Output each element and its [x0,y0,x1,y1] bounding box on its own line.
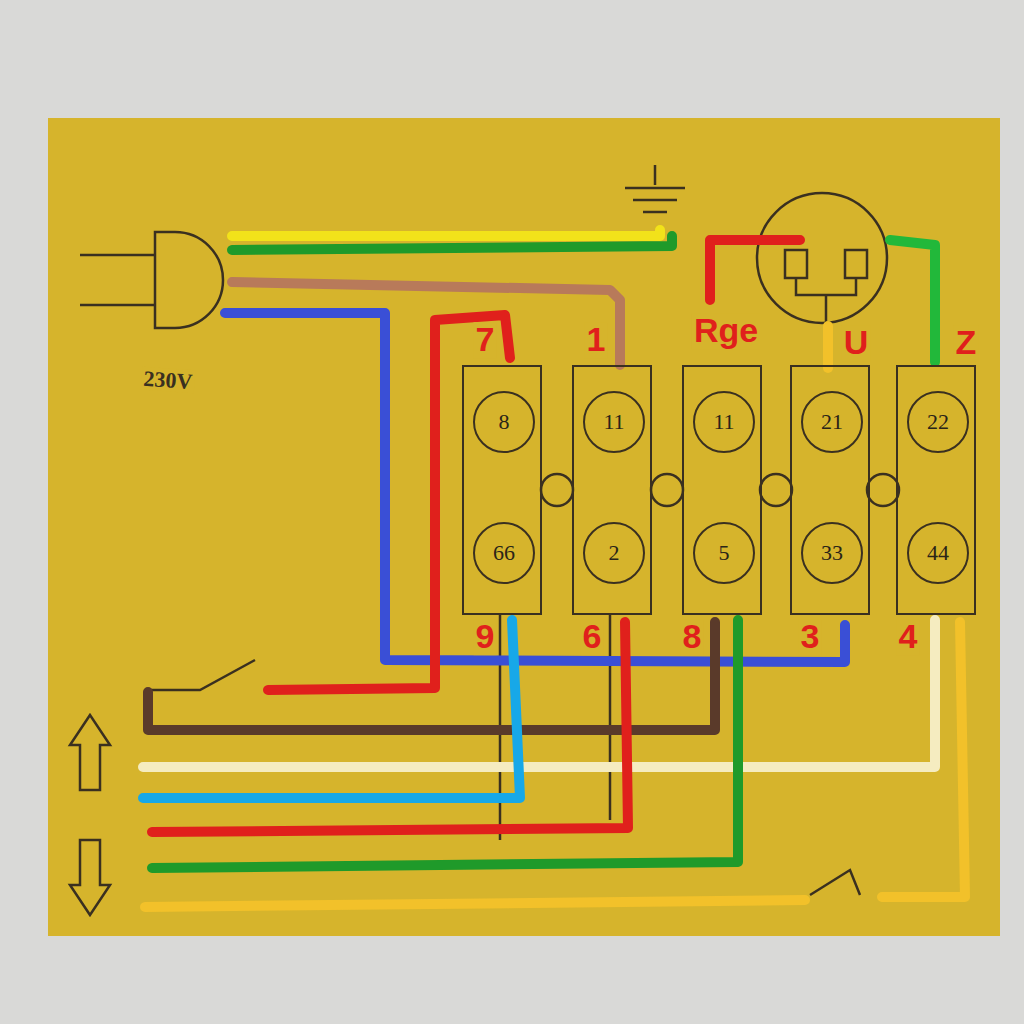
terminal-label: 7 [474,322,497,358]
terminal-number: 22 [907,391,969,453]
terminal-label: 9 [474,619,497,655]
terminal-block: 8 66 [462,365,542,615]
terminal-number: 2 [583,522,645,584]
terminal-label: Rge [692,313,760,349]
terminal-block: 22 44 [896,365,976,615]
terminal-label: 6 [581,619,604,655]
terminal-number: 33 [801,522,863,584]
terminal-label: U [842,325,871,361]
terminal-label: 4 [897,619,920,655]
terminal-block: 11 5 [682,365,762,615]
terminal-label: 3 [799,619,822,655]
printed-symbols [70,165,899,915]
terminal-number: 66 [473,522,535,584]
terminal-block: 21 33 [790,365,870,615]
terminal-number: 11 [693,391,755,453]
terminal-number: 8 [473,391,535,453]
terminal-number: 21 [801,391,863,453]
terminal-number: 11 [583,391,645,453]
terminal-label: 1 [585,322,608,358]
terminal-block: 11 2 [572,365,652,615]
yellow-board [48,118,1000,936]
terminal-number: 44 [907,522,969,584]
terminal-label: 8 [681,619,704,655]
colored-wires [143,230,965,907]
terminal-number: 5 [693,522,755,584]
terminal-label: Z [954,325,979,361]
voltage-label: 230V [141,367,195,394]
